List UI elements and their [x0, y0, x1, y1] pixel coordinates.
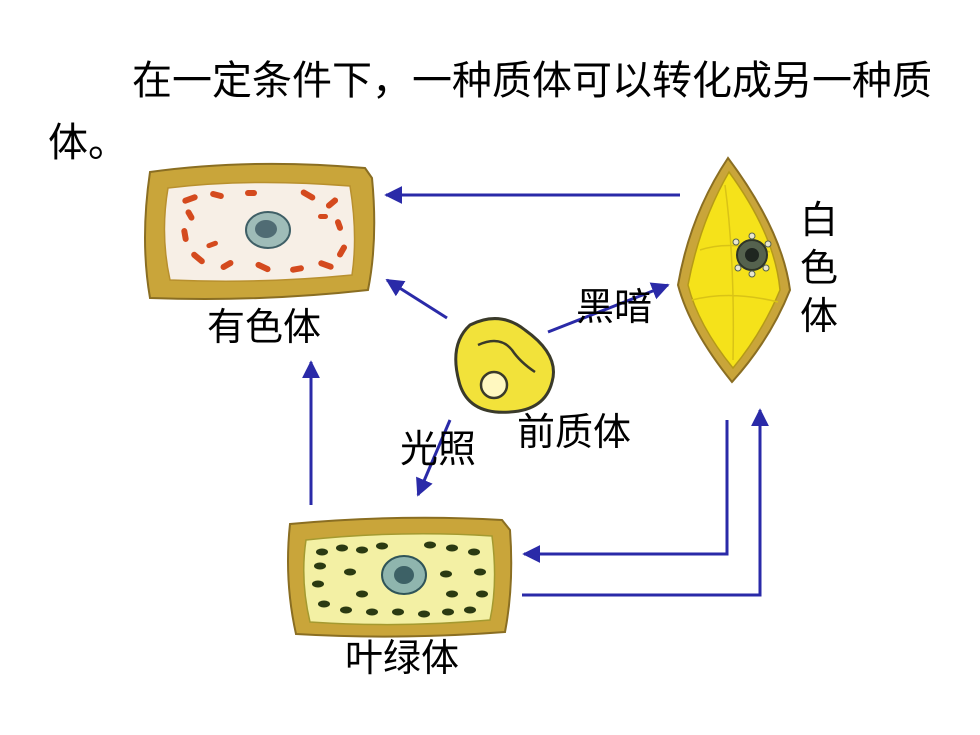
- label-leucoplast: 白色体: [800, 198, 839, 338]
- proplastid-cell: [454, 317, 555, 414]
- label-dark-condition: 黑暗: [576, 285, 653, 329]
- arrow-chloroplast-to-leucoplast: [522, 408, 769, 597]
- arrow-proplastid-to-chromoplast: [385, 278, 448, 320]
- label-proplastid: 前质体: [517, 410, 632, 454]
- label-chloroplast: 叶绿体: [345, 636, 460, 680]
- leucoplast-cell: [676, 156, 792, 384]
- chromoplast-cell: [144, 162, 376, 300]
- heading-text: 在一定条件下，一种质体可以转化成另一种质体。: [48, 58, 932, 166]
- label-chromoplast: 有色体: [207, 305, 322, 349]
- label-light-condition: 光照: [400, 427, 477, 471]
- arrow-proplastid-to-leucoplast: [547, 282, 670, 334]
- arrow-leucoplast-to-chloroplast: [522, 420, 729, 563]
- conversion-arrows: [302, 186, 769, 597]
- chloroplast-cell: [287, 516, 513, 638]
- arrow-proplastid-to-chloroplast: [416, 419, 452, 497]
